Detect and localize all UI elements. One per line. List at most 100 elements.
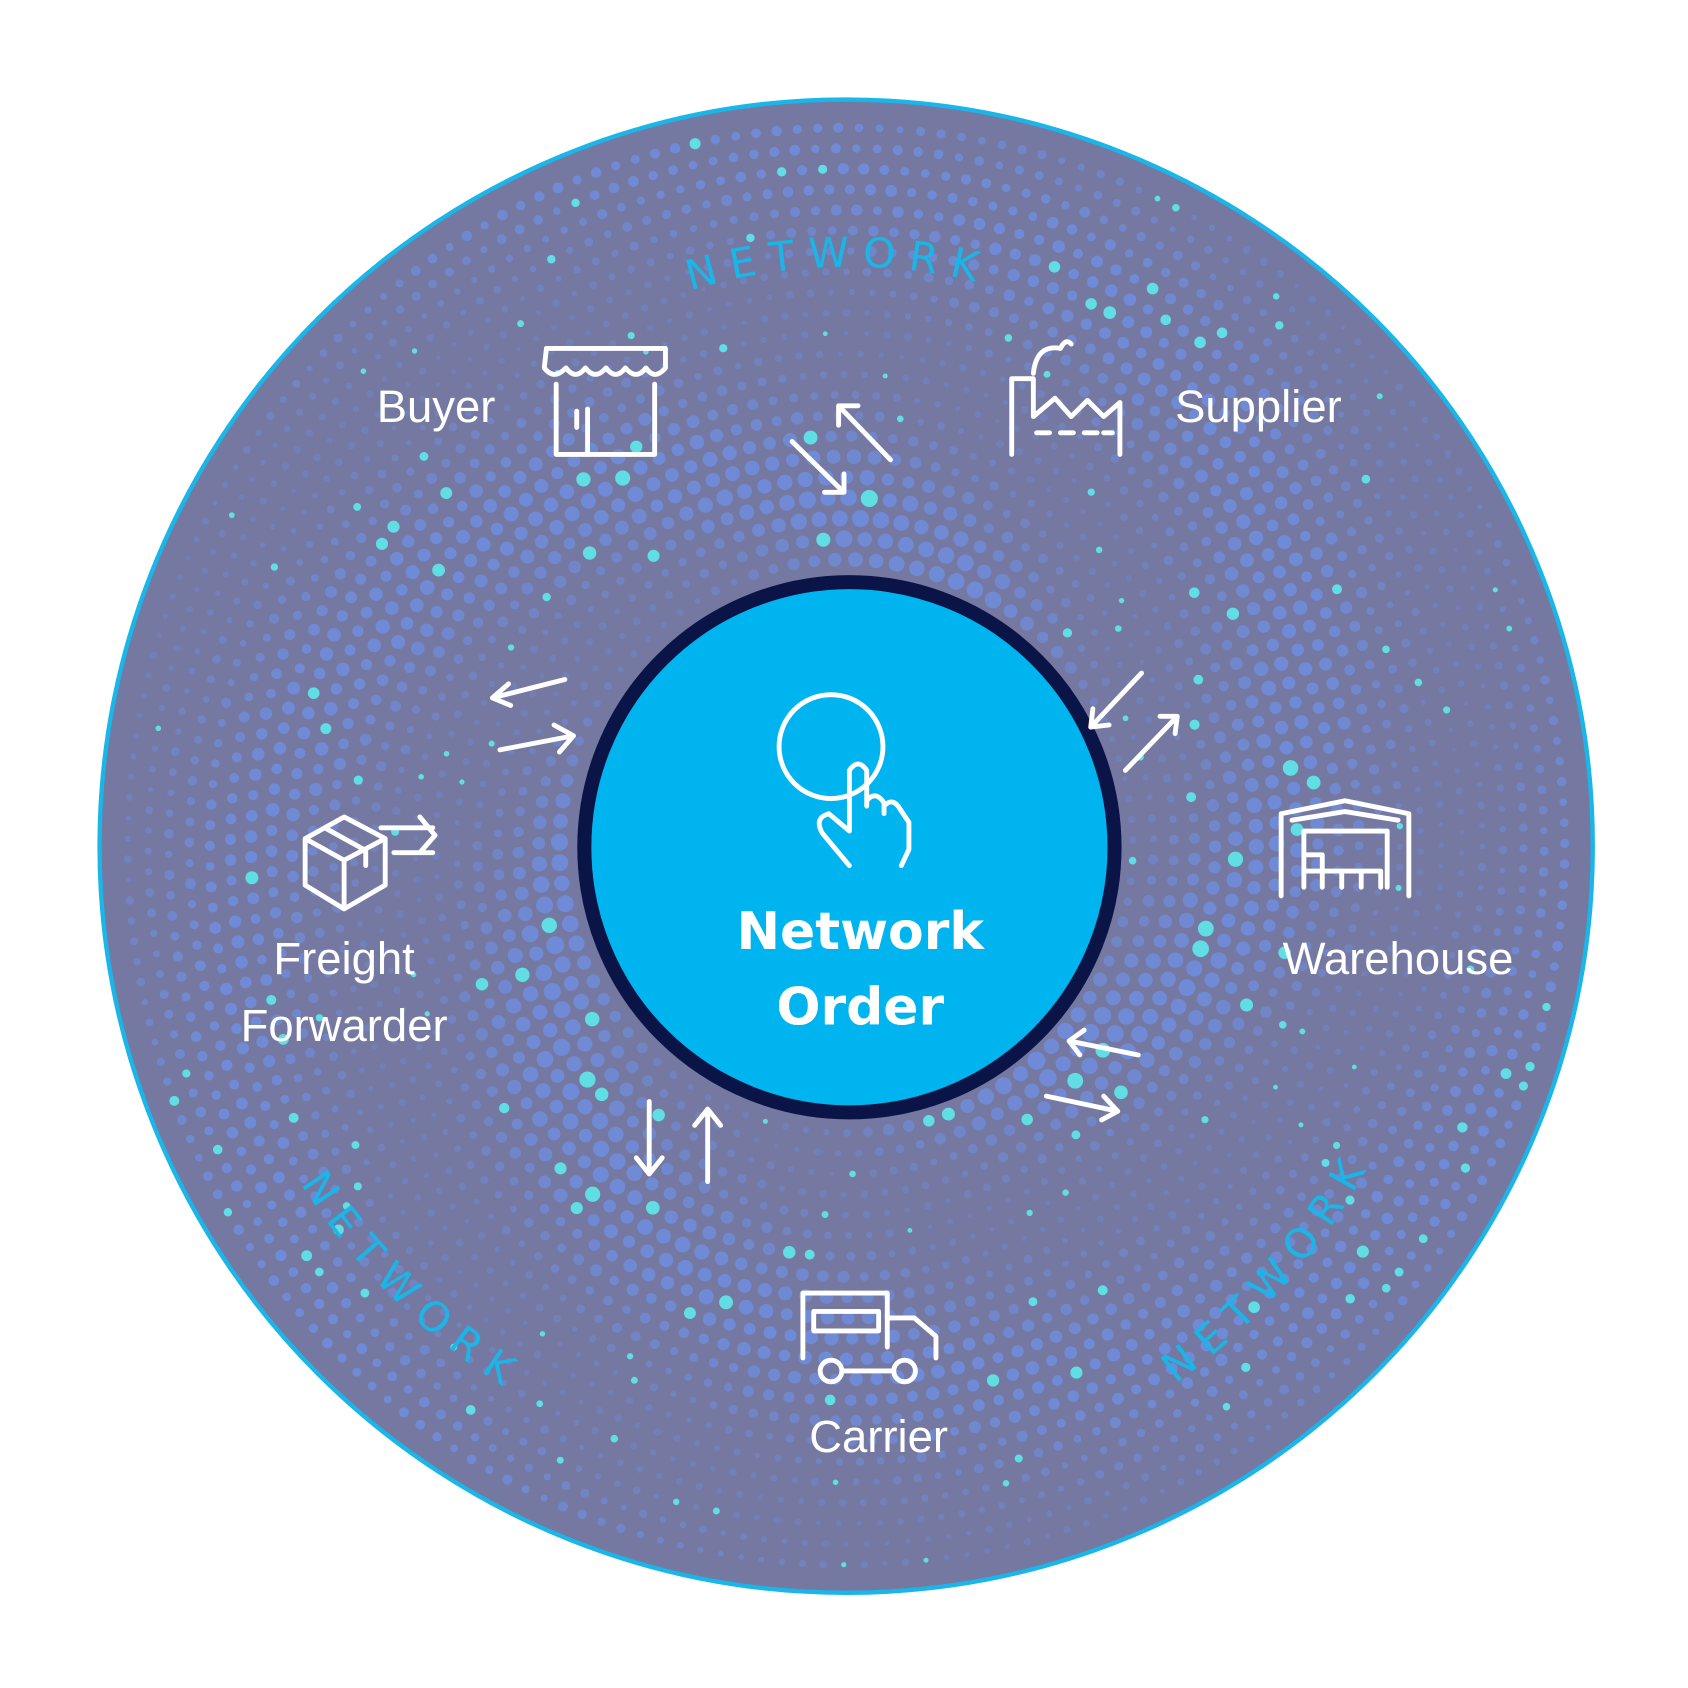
dot [1509,722,1517,729]
dot [1004,1543,1010,1550]
dot [309,782,323,797]
dot [1370,1229,1381,1241]
dot [1153,1107,1164,1117]
dot [426,472,438,484]
dot [948,445,959,455]
dot [661,1139,673,1151]
dot [162,684,171,692]
dot [301,591,311,602]
node-supplier[interactable]: Supplier [1009,339,1342,457]
dot [1294,365,1303,375]
dot [885,1229,894,1238]
dot [659,1320,670,1331]
dot [555,793,571,809]
node-buyer[interactable]: Buyer [377,345,668,457]
dot [586,304,595,313]
node-carrier[interactable]: Carrier [800,1290,948,1462]
dot [683,1218,697,1233]
dot [1394,905,1400,911]
dot [1401,638,1411,648]
dot [1415,889,1423,897]
dot [308,804,320,816]
dot [167,910,178,921]
dot [277,1137,290,1149]
dot [1098,1240,1105,1246]
dot [888,555,905,572]
dot [1135,527,1144,535]
dot [1548,715,1559,726]
dot [630,1442,638,1450]
dot [863,1540,870,1547]
dot [1175,1148,1182,1155]
dot [350,985,357,993]
dot [611,498,626,513]
dot [923,1115,935,1127]
dot [845,1232,853,1240]
dot [566,754,579,767]
dot [825,430,837,443]
node-freight-forwarder[interactable]: Freight Forwarder [241,814,448,1051]
dot [503,1280,510,1287]
node-warehouse[interactable]: Warehouse [1278,798,1513,984]
dot [803,1330,818,1345]
dot [1374,533,1384,543]
dot [669,1071,678,1080]
dot [599,412,609,423]
dot [1524,990,1533,999]
dot [754,1452,761,1459]
dot [948,1320,961,1333]
dot [415,1419,426,1430]
dot [351,347,358,354]
dot [453,654,464,664]
dot [469,484,483,498]
dot [1057,1216,1065,1223]
dot [636,1466,643,1473]
dot [273,742,287,755]
dot [1309,410,1319,420]
dot [381,1250,389,1258]
dot [1122,715,1129,722]
dot [587,606,594,613]
dot [1064,1346,1078,1360]
dot [1356,990,1362,997]
dot [286,807,300,822]
dot [790,412,804,425]
dot [406,725,414,734]
dot [568,935,585,952]
dot [694,1244,710,1260]
dot [626,1060,639,1073]
dot [899,354,905,360]
dot [229,1079,240,1090]
dot [557,1243,567,1253]
dot [199,980,210,991]
dot [1249,1329,1259,1340]
dot [1024,1276,1034,1286]
dot [219,982,233,996]
dot [365,332,374,341]
dot [1221,639,1233,651]
dot [1204,972,1220,988]
dot [1043,370,1051,378]
dot [591,1427,600,1435]
dot [439,995,449,1005]
dot [815,1458,823,1465]
dot [1023,1254,1033,1264]
dot [499,1102,510,1114]
dot [1395,1064,1402,1071]
dot [928,566,945,583]
dot [1428,739,1436,747]
dot [968,1421,981,1434]
dot [1285,1237,1296,1247]
dot [186,797,196,806]
dot [1034,234,1045,245]
dot [994,573,1011,590]
dot [1037,1154,1047,1164]
dot [420,623,434,637]
dot [511,1118,523,1130]
dot [1027,275,1040,288]
dot [543,709,550,716]
dot [1324,1188,1335,1199]
dot [500,457,512,468]
dot [445,243,454,252]
dot [882,1561,888,1566]
